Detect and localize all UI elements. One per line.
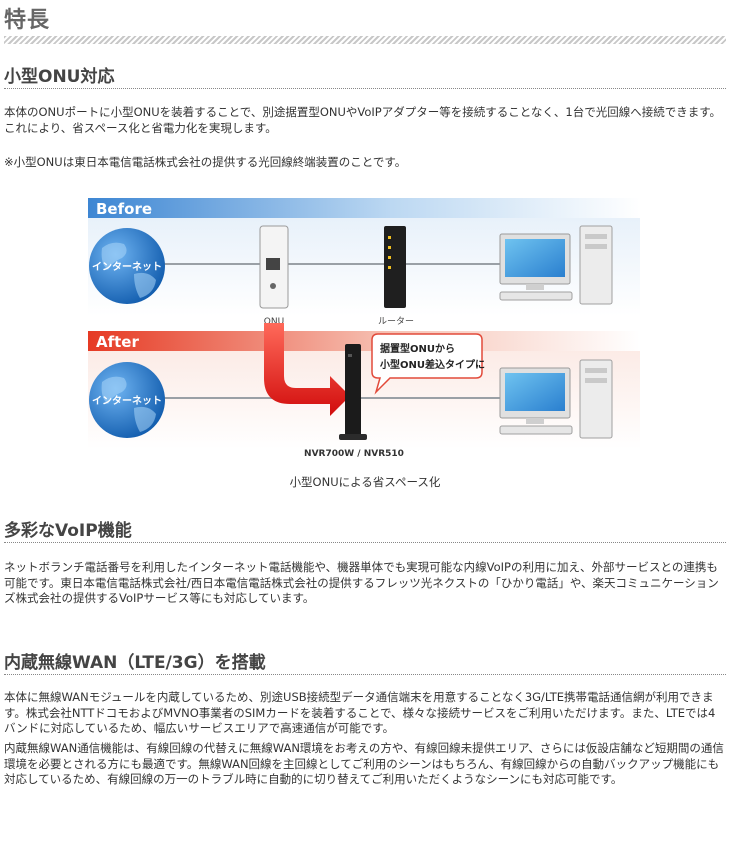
section-text-voip: ネットボランチ電話番号を利用したインターネット電話機能や、機器単体でも実現可能な…	[4, 560, 719, 605]
internet-label-after: インターネット	[92, 395, 162, 407]
callout-line-2: 小型ONU差込タイプに	[379, 358, 485, 371]
section-heading-voip: 多彩なVoIP機能	[4, 521, 132, 541]
nvr-device-icon	[339, 344, 367, 440]
router-label: ルーター	[378, 316, 414, 327]
section-heading-onu: 小型ONU対応	[4, 67, 115, 87]
pc-icon-after	[499, 359, 613, 439]
section-divider-voip	[4, 542, 726, 543]
after-band	[88, 331, 640, 351]
product-label: NVR700W / NVR510	[304, 449, 404, 459]
callout-bubble	[371, 333, 483, 395]
onu-label: ONU	[264, 317, 284, 327]
section-heading-wan: 内蔵無線WAN（LTE/3G）を搭載	[4, 653, 266, 673]
pc-icon-before	[499, 225, 613, 305]
page-title: 特長	[4, 8, 51, 33]
router-device-icon	[384, 226, 406, 308]
internet-label-before: インターネット	[92, 261, 162, 273]
after-label: After	[96, 333, 139, 351]
before-band	[88, 198, 640, 218]
section-note-onu: ※小型ONUは東日本電信電話株式会社の提供する光回線終端装置のことです。	[4, 155, 407, 169]
before-label: Before	[96, 200, 152, 218]
globe-icon	[89, 228, 165, 304]
section-divider-onu	[4, 88, 726, 89]
section-text-wan-1: 本体に無線WANモジュールを内蔵しているため、別途USB接続型データ通信端末を用…	[4, 690, 716, 735]
globe-icon	[89, 362, 165, 438]
diagram-caption: 小型ONUによる省スペース化	[289, 475, 441, 489]
onu-diagram: Before インターネット ONU ルーター After	[88, 198, 640, 459]
callout-line-1: 据置型ONUから	[380, 342, 455, 355]
onu-device-icon	[259, 225, 289, 309]
section-text-wan-2: 内蔵無線WAN通信機能は、有線回線の代替えに無線WAN環境をお考えの方や、有線回…	[4, 741, 724, 786]
migration-arrow-icon	[264, 323, 350, 416]
section-divider-wan	[4, 674, 726, 675]
title-divider	[4, 36, 726, 44]
section-text-onu: 本体のONUポートに小型ONUを装着することで、別途据置型ONUやVoIPアダプ…	[4, 105, 722, 135]
